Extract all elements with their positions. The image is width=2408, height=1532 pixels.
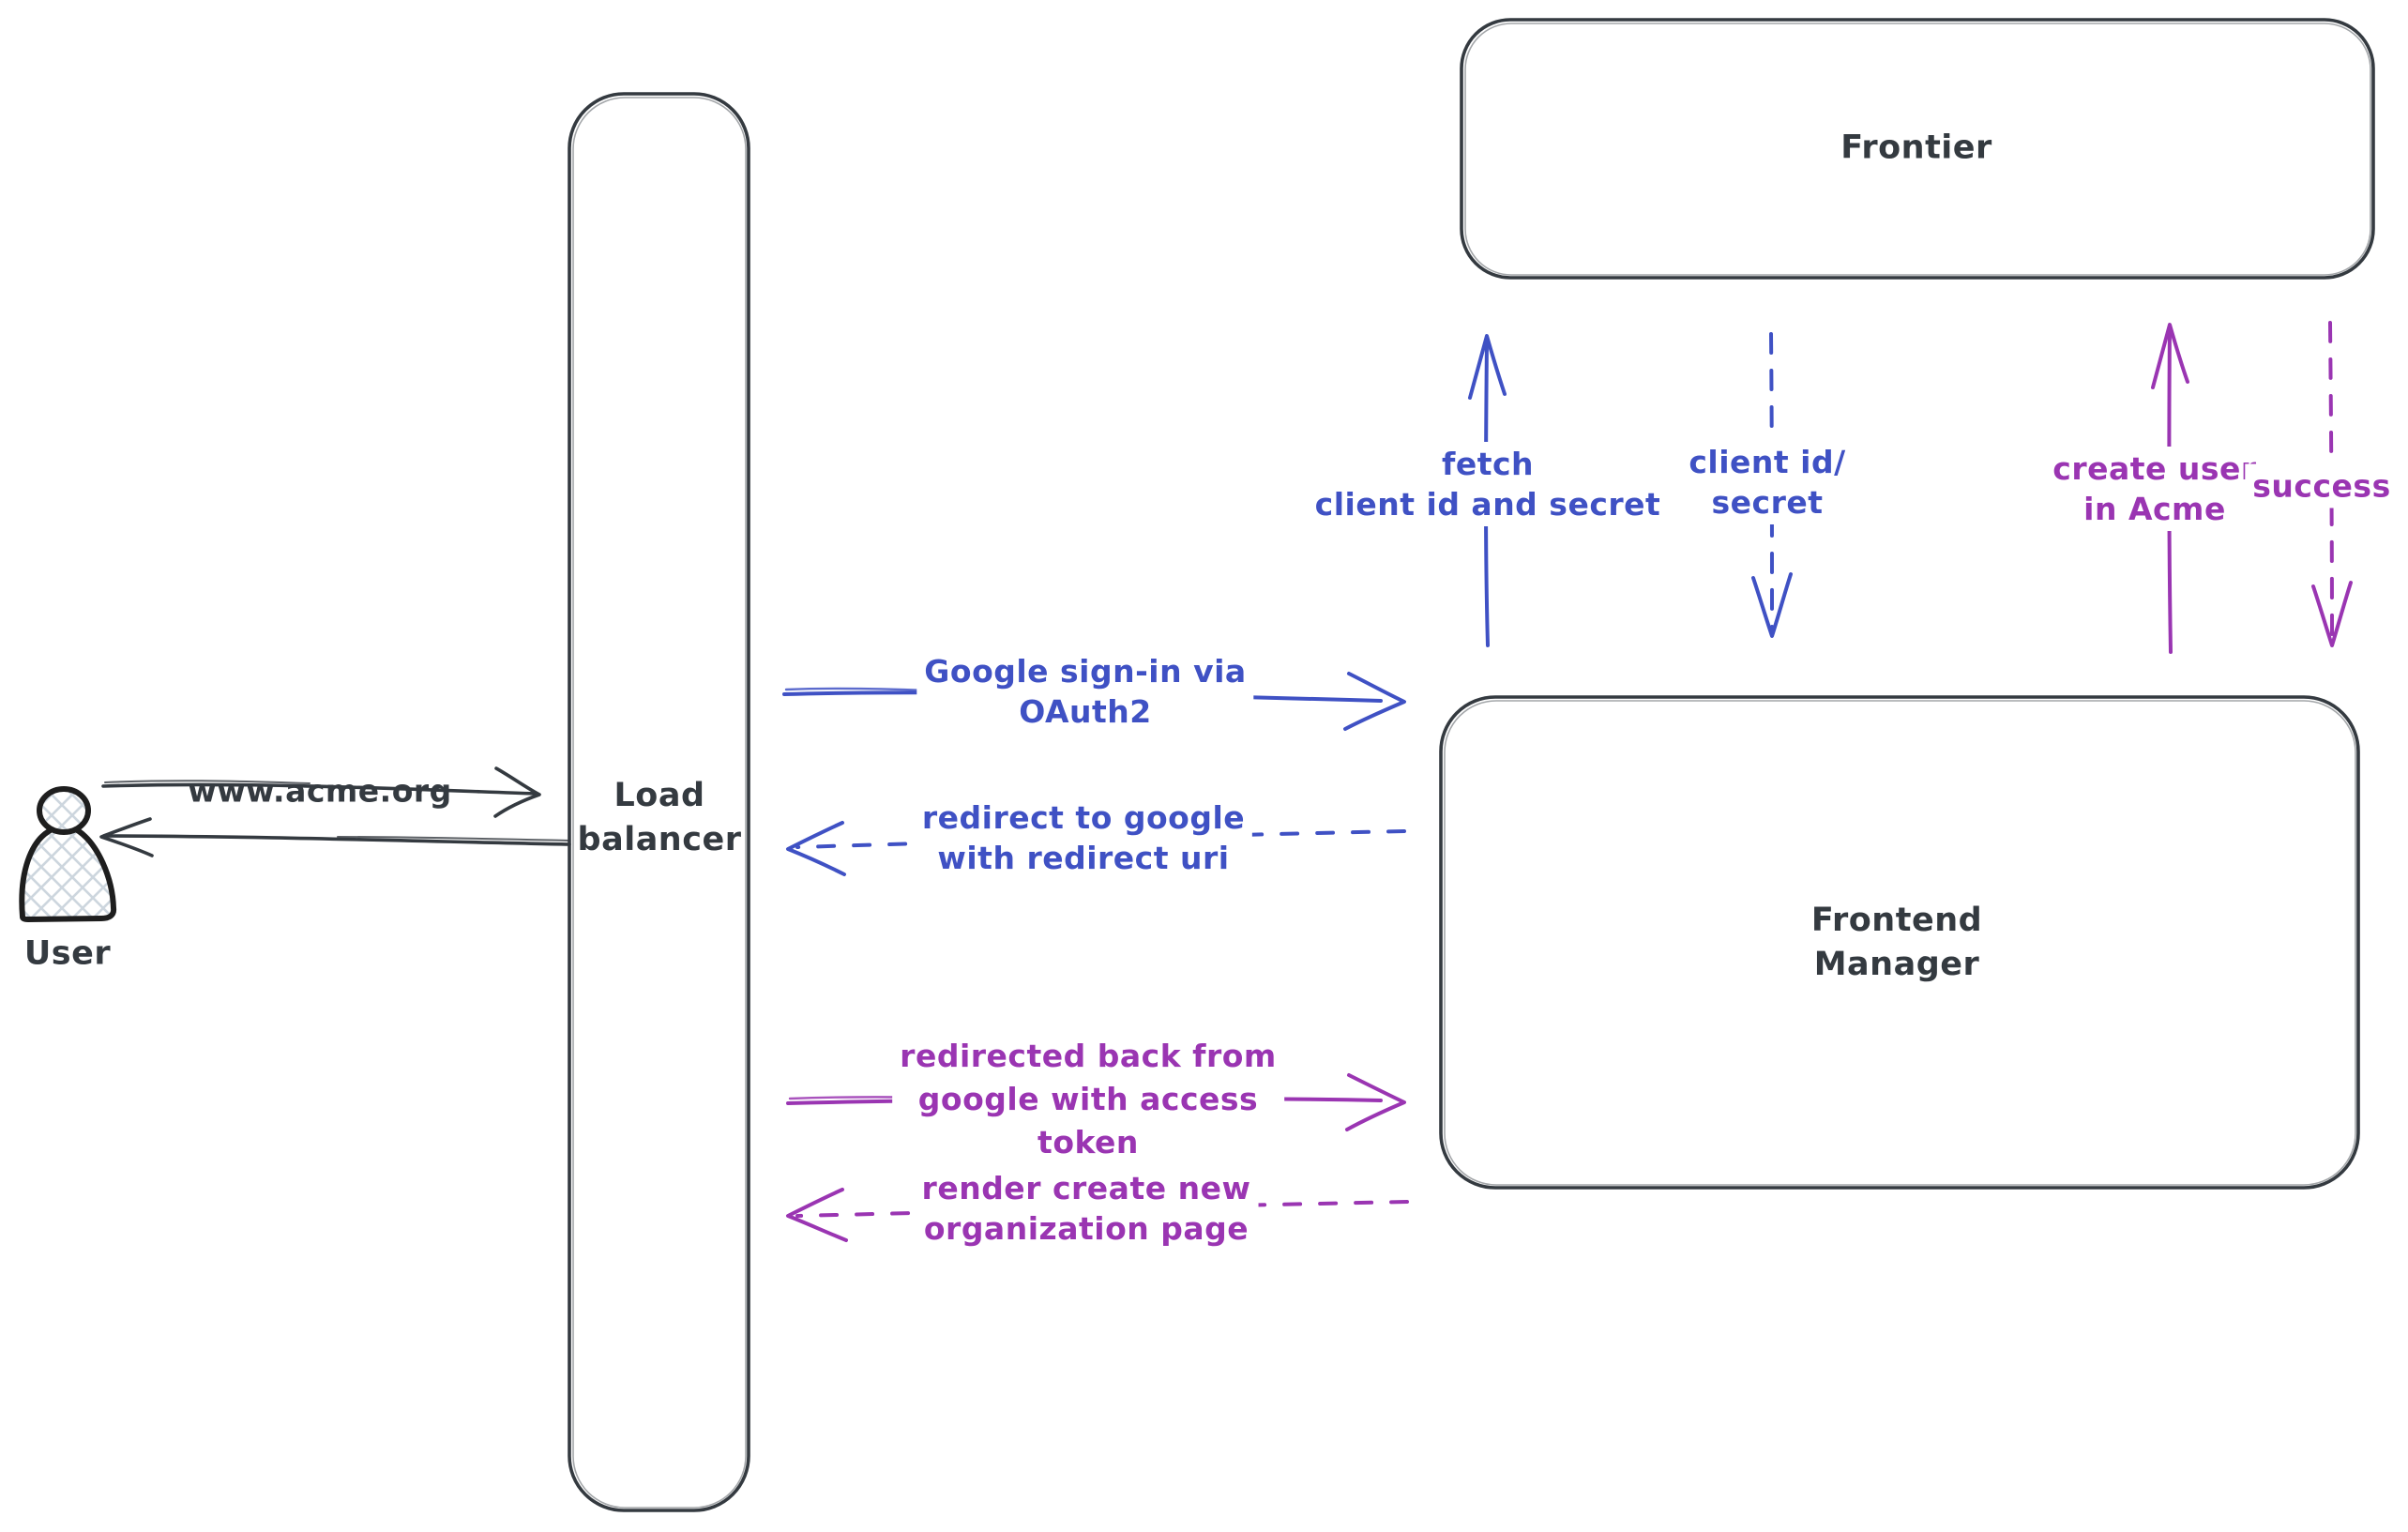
user-head: [37, 786, 91, 835]
load-balancer-box: [568, 92, 750, 1512]
frontend-manager-box: [1439, 695, 2360, 1190]
redirect-google-arrow: [786, 821, 1406, 876]
fetch-client-label: fetch client id and secret: [1307, 442, 1669, 526]
frontend-manager-label: Frontend Manager: [1810, 902, 1983, 983]
frontier-box: [1460, 18, 2375, 280]
redirect-google-label: redirect to google with redirect uri: [914, 796, 1253, 880]
www-response-arrow: [99, 817, 571, 857]
create-user-label: create user in Acme: [2045, 447, 2264, 531]
google-signin-label: Google sign-in via OAuth2: [916, 649, 1254, 734]
frontier-label: Frontier: [1840, 129, 1992, 167]
www-request-arrow: [101, 766, 541, 818]
user-body: [19, 824, 117, 922]
client-id-secret-label: client id/ secret: [1681, 440, 1854, 524]
load-balancer-label: Load balancer: [577, 777, 742, 858]
user-figure: [19, 786, 117, 922]
www-request-label: www.acme.org: [188, 772, 452, 810]
render-org-page-label: render create new organization page: [914, 1166, 1259, 1251]
success-label: success: [2245, 463, 2399, 508]
redirected-back-label: redirected back from google with access …: [892, 1033, 1284, 1166]
user-label: User: [23, 934, 112, 973]
